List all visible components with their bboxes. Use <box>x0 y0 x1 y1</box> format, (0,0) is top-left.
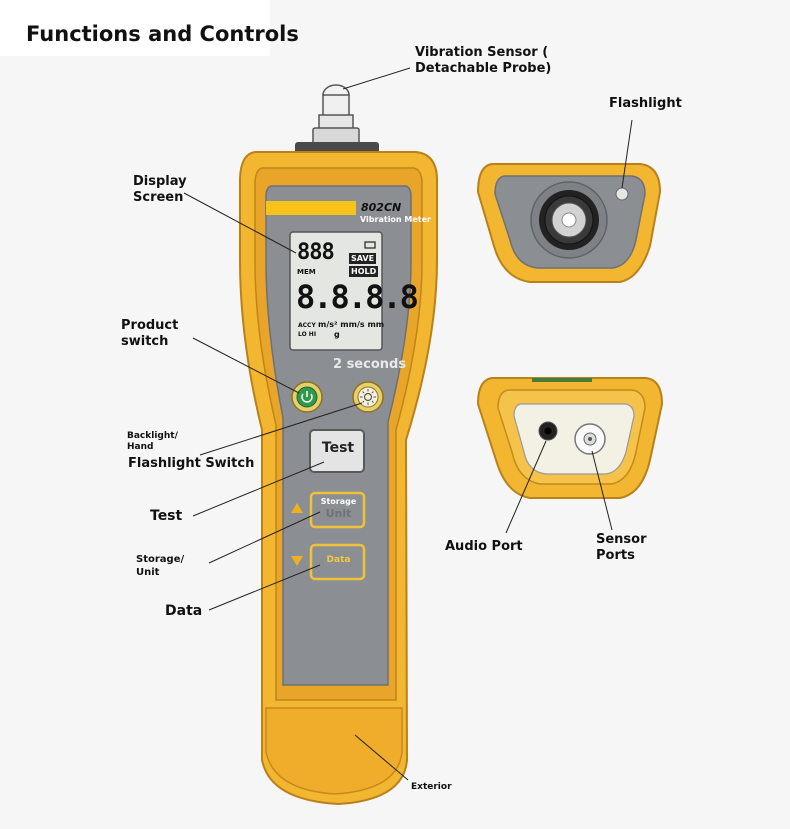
unit-button-label: Unit <box>325 507 352 520</box>
leader-lines <box>183 67 633 781</box>
power-button[interactable] <box>291 381 323 413</box>
data-button[interactable] <box>309 543 366 581</box>
test-button[interactable] <box>309 429 365 473</box>
model-subtitle: Vibration Meter <box>360 215 431 224</box>
lcd-units: m/s² mm/s mm <box>318 320 385 329</box>
meter-body <box>239 151 438 806</box>
model-label: 802CN <box>361 201 402 214</box>
product-switch-label: Product switch <box>121 318 179 350</box>
storage-unit-button[interactable] <box>309 491 366 529</box>
lcd-g-unit: g <box>334 330 340 339</box>
lcd-save-indicator: SAVE <box>349 253 377 264</box>
backlight-label: Backlight/ Hand <box>127 431 178 453</box>
flashlight-label: Flashlight <box>609 96 682 111</box>
test-label: Test <box>150 508 183 524</box>
top-view <box>476 163 662 283</box>
data-label: Data <box>165 603 203 619</box>
lcd-hold-indicator: HOLD <box>349 266 379 277</box>
page-title: Functions and Controls <box>26 22 299 46</box>
backlight-button[interactable] <box>352 381 384 413</box>
storage-button-label: Storage <box>320 497 357 506</box>
vibration-probe <box>295 84 379 154</box>
data-button-label: Data <box>326 555 351 565</box>
test-button-label: Test <box>321 440 355 456</box>
lcd-mem-indicator: MEM <box>297 268 316 276</box>
flashlight-switch-label: Flashlight Switch <box>128 456 255 471</box>
audio-port-label: Audio Port <box>445 539 523 554</box>
lcd-lohi-indicator: LO HI <box>298 331 317 338</box>
hold-hint: 2 seconds <box>333 357 407 372</box>
flashlight-lens-icon <box>615 187 629 201</box>
title-bar <box>0 0 270 56</box>
lcd-main-digits: 8.8.8.8 <box>296 278 419 316</box>
lcd-top-digits: 888 <box>297 240 335 265</box>
storage-unit-label: Storage/ Unit <box>136 554 185 578</box>
bottom-view <box>476 377 664 499</box>
lcd-accy-indicator: ACCY <box>298 322 316 329</box>
down-arrow-icon <box>291 556 303 566</box>
vibration-sensor-label: Vibration Sensor ( Detachable Probe) <box>415 45 552 77</box>
sensor-ports-label: Sensor Ports <box>596 532 647 564</box>
up-arrow-icon <box>291 503 303 513</box>
display-screen-label: Display Screen <box>133 174 187 206</box>
exterior-label: Exterior <box>411 782 452 792</box>
